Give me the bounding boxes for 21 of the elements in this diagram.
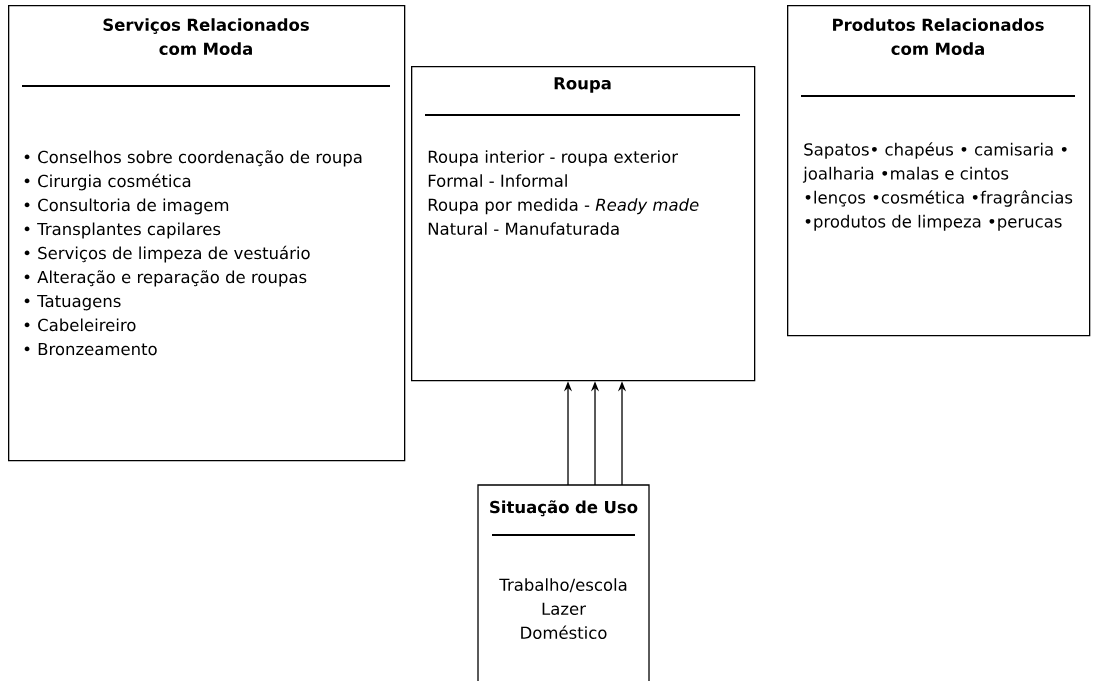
list-item: • Bronzeamento xyxy=(24,343,157,356)
list-item: • Serviços de limpeza de vestuário xyxy=(24,245,310,263)
list-item: • Conselhos sobre coordenação de roupa xyxy=(24,150,362,167)
list-item: • Consultoria de imagem xyxy=(24,198,229,215)
body-text: Roupa por medida - Ready made xyxy=(428,198,699,215)
box-heading: Roupa xyxy=(554,77,611,93)
box-heading: Situação de Uso xyxy=(490,500,638,517)
list-item: Sapatos• chapéus • camisaria • joalharia •malas e cintos •lenços •cosmética •fragrâncias •produtos de limpeza •perucas xyxy=(802,142,1073,231)
box-heading: Serviços Relacionados com Moda xyxy=(103,18,309,55)
list-item: • Tatuagens xyxy=(24,295,121,311)
body-text: Doméstico xyxy=(521,625,607,639)
list-item: • Alteração e reparação de roupas xyxy=(24,270,307,287)
body-text: Natural - Manufaturada xyxy=(428,222,619,235)
body-text: Formal - Informal xyxy=(428,174,567,187)
list-item: • Transplantes capilares xyxy=(24,222,221,239)
body-text: Roupa interior - roupa exterior xyxy=(428,150,678,167)
list-item: • Cirurgia cosmética xyxy=(24,173,191,191)
list-item: • Cabeleireiro xyxy=(24,318,136,332)
body-text: Trabalho/escola xyxy=(499,578,627,593)
box-heading: Produtos Relacionados com Moda xyxy=(833,18,1044,55)
body-text: Lazer xyxy=(542,602,586,615)
